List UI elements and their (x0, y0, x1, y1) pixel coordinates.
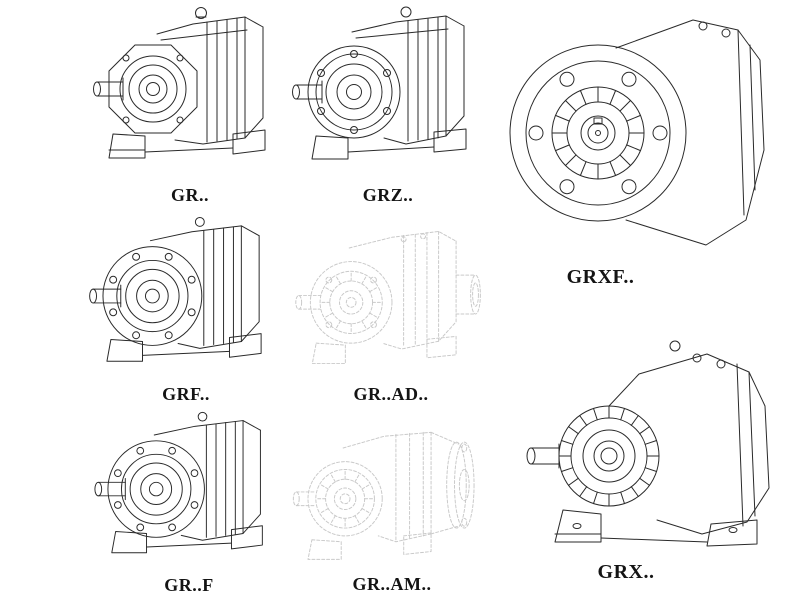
catalog-item-grf: GRF.. (80, 213, 292, 405)
model-label-grz: GRZ.. (362, 185, 414, 205)
gearbox-drawing-gr-ad (295, 230, 481, 365)
gearbox-drawing-grf (89, 216, 262, 362)
model-label-grxf: GRXF.. (566, 266, 635, 288)
catalog-item-gr-ad: GR..AD.. (286, 213, 496, 405)
model-label-gr: GR.. (171, 185, 209, 205)
gearbox-drawing-gr (93, 7, 266, 159)
catalog-item-grx: GRX.. (497, 298, 795, 584)
gearbox-drawing-grxf (509, 19, 765, 246)
gearbox-drawing-grz (292, 6, 467, 160)
catalog-item-gr: GR.. (85, 2, 295, 206)
model-label-gr-f: GR..F (164, 575, 214, 595)
model-label-grx: GRX.. (597, 561, 655, 583)
catalog-item-gr-f: GR..F (85, 408, 293, 596)
catalog-item-grz: GRZ.. (288, 2, 488, 206)
gearbox-drawing-grx (526, 340, 770, 547)
model-label-gr-ad: GR..AD.. (353, 384, 429, 404)
model-label-gr-am: GR..AM.. (352, 574, 432, 594)
gearbox-drawing-gr-f (94, 411, 263, 554)
gearbox-drawing-gr-am (292, 431, 475, 560)
catalog-item-gr-am: GR..AM.. (286, 405, 498, 595)
model-label-grf: GRF.. (162, 384, 210, 404)
catalog-item-grxf: GRXF.. (498, 0, 793, 289)
